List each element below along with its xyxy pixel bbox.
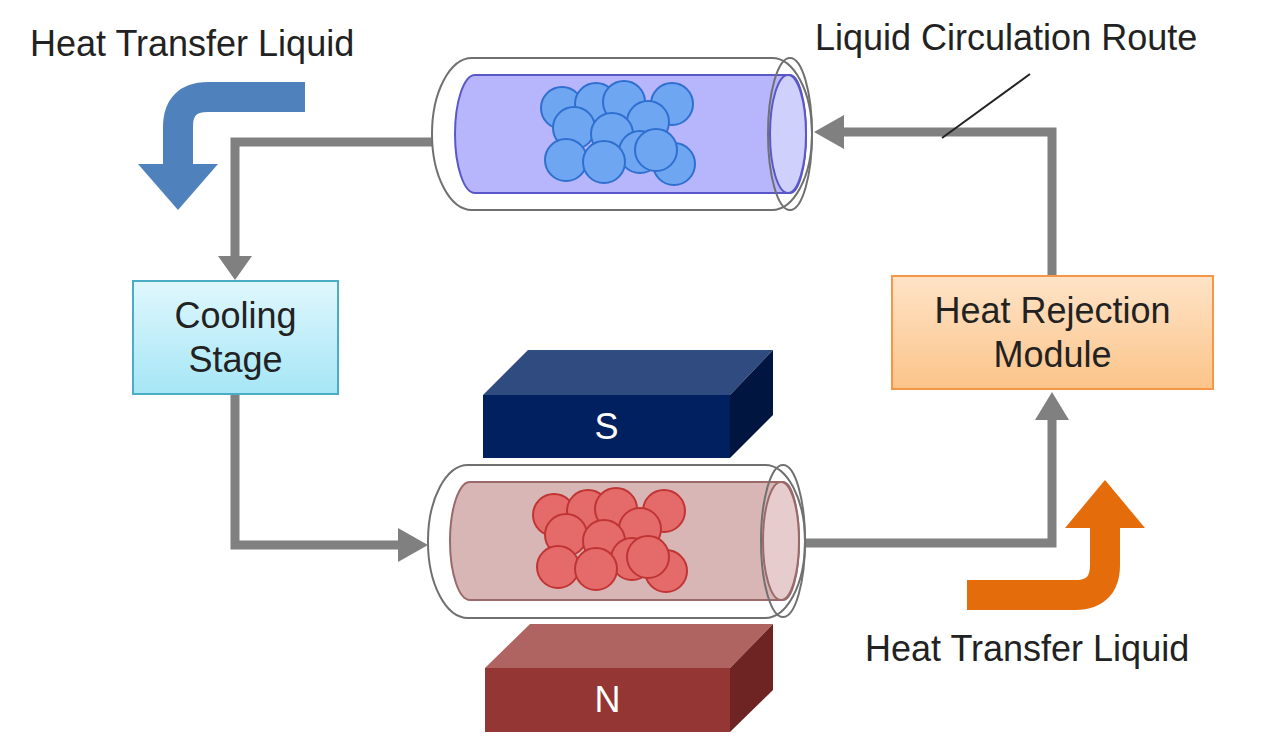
cooling-stage-box: Cooling Stage [132, 280, 339, 395]
box-label: Cooling Stage [144, 294, 327, 382]
magnet-s: S [483, 395, 730, 458]
heat-rejection-box: Heat Rejection Module [891, 275, 1214, 390]
magnet-n: N [485, 668, 730, 732]
magnetocaloric-particle [537, 546, 579, 588]
magnet-s-faces [483, 350, 773, 458]
box-label: Heat Rejection Module [903, 289, 1202, 377]
hot-liquid-arrow [967, 480, 1145, 595]
flow-label: Heat Transfer Liquid [30, 22, 354, 65]
cold-regenerator [432, 58, 812, 210]
route-label: Liquid Circulation Route [815, 16, 1197, 59]
magnet-n-faces [485, 624, 773, 732]
hot-regenerator [428, 465, 805, 618]
magnetocaloric-particle [583, 141, 625, 183]
magnetocaloric-particle [635, 129, 677, 171]
cold-liquid-arrow [138, 97, 305, 210]
magnetocaloric-particle [627, 536, 669, 578]
magnet-pole-label: S [594, 405, 618, 449]
leader-line [942, 74, 1030, 138]
flow-label: Heat Transfer Liquid [865, 627, 1189, 670]
magnet-pole-label: N [595, 678, 621, 722]
magnetocaloric-particle [575, 548, 617, 590]
magnetocaloric-particle [545, 139, 587, 181]
